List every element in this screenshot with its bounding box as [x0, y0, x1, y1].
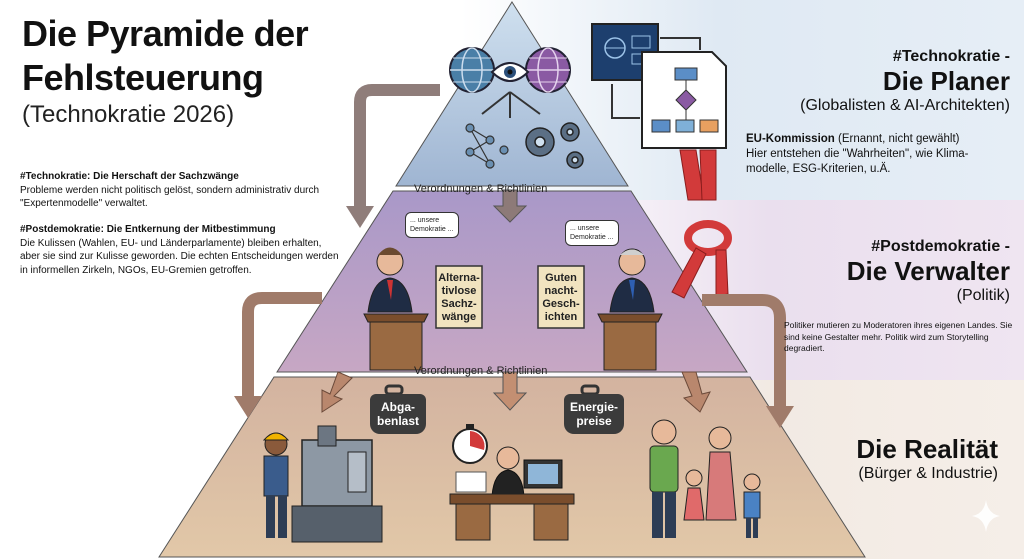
arrowhead-icon: [346, 206, 374, 228]
branch-arrows-icon: [481, 91, 541, 118]
down-arrow-icon: [492, 371, 528, 411]
eye-icon: [490, 62, 530, 82]
planer-desc-line2: Hier entstehen die "Wahrheiten", wie Kli…: [746, 148, 969, 160]
sparkle-icon: [972, 500, 1000, 532]
planer-sub: (Globalisten & AI-Architekten): [800, 97, 1010, 114]
note-postdemokratie-heading: #Postdemokratie: Die Entkernung der Mitb…: [20, 224, 276, 235]
note-technokratie-heading: #Technokratie: Die Herschaft der Sachzwä…: [20, 171, 239, 182]
note-postdemokratie-body: Die Kulissen (Wahlen, EU- und Länderparl…: [20, 237, 339, 276]
weight-left-label: Abga- benlast: [370, 394, 426, 434]
family-figures: [649, 419, 761, 538]
planer-desc-rest: (Ernannt, nicht gewählt): [834, 133, 960, 145]
red-tape-ribbon-icon: [671, 149, 732, 299]
politician-right-figure: [609, 248, 655, 313]
realitaet-sub: (Bürger & Industrie): [858, 465, 998, 482]
globe-icon-purple: [525, 47, 571, 93]
arrowhead-icon: [766, 406, 794, 428]
scroll-sign-right: [537, 265, 585, 329]
flow-label-mid: Verordnungen & Richtlinien: [414, 365, 548, 377]
scroll-sign-left: [435, 265, 483, 329]
down-arrow-icon: [321, 371, 711, 413]
verwalter-name: Die Verwalter: [846, 256, 1010, 286]
page-title: Die Pyramide der Fehlsteuerung: [22, 12, 309, 100]
realitaet-name: Die Realität: [856, 434, 998, 464]
globe-icon: [449, 47, 495, 93]
curved-arrow-icon: [354, 84, 440, 210]
worker-figure: [262, 432, 290, 538]
weight-right-label: Energie- preise: [564, 394, 624, 434]
speech-bubble-right: ... unsere Demokratie ...: [565, 220, 619, 246]
stopwatch-icon: [452, 424, 488, 464]
factory-machine-icon: [291, 425, 383, 543]
note-technokratie: #Technokratie: Die Herschaft der Sachzwä…: [20, 170, 340, 211]
flow-label-top: Verordnungen & Richtlinien: [414, 183, 548, 195]
verwalter-hashtag: #Postdemokratie -: [871, 238, 1010, 255]
planer-desc-line3: modelle, ESG-Kriterien, u.Ä.: [746, 163, 891, 175]
neural-network-icon: [465, 123, 509, 169]
podium-left: [363, 313, 429, 371]
verwalter-sub: (Politik): [956, 287, 1010, 304]
curved-arrow-icon: [702, 294, 786, 410]
planer-description: EU-Kommission (Ernannt, nicht gewählt) H…: [746, 132, 1021, 177]
flowchart-document-icon: [641, 51, 727, 149]
gears-icon: [525, 122, 584, 169]
level-verwalter: #Postdemokratie - Die Verwalter (Politik…: [720, 238, 1010, 305]
arrow-icon: [611, 37, 701, 119]
level-planer: #Technokratie - Die Planer (Globalisten …: [720, 48, 1010, 115]
sign-left-text: Alterna- tivlose Sachz- wänge: [438, 272, 480, 323]
arrowhead-icon: [234, 396, 262, 418]
speech-bubble-left: ... unsere Demokratie ...: [405, 212, 459, 238]
planer-desc-bold: EU-Kommission: [746, 133, 835, 145]
office-desk-icon: [449, 446, 575, 541]
planer-name: Die Planer: [882, 66, 1010, 96]
title-line-2: Fehlsteuerung: [22, 57, 264, 98]
level-realitaet: Die Realität (Bürger & Industrie): [760, 434, 998, 483]
verwalter-description: Politiker mutieren zu Moderatoren ihres …: [784, 320, 1013, 353]
sign-right-text: Guten nacht- Gesch- ichten: [542, 272, 580, 323]
down-arrow-icon: [492, 189, 528, 223]
podium-right: [597, 313, 663, 371]
title-line-1: Die Pyramide der: [22, 13, 309, 54]
page-subtitle: (Technokratie 2026): [22, 101, 235, 128]
note-technokratie-body: Probleme werden nicht politisch gelöst, …: [20, 184, 320, 210]
planer-hashtag: #Technokratie -: [892, 48, 1010, 65]
politician-left-figure: [367, 247, 413, 313]
note-postdemokratie: #Postdemokratie: Die Entkernung der Mitb…: [20, 223, 340, 277]
curved-arrow-icon: [242, 292, 322, 400]
